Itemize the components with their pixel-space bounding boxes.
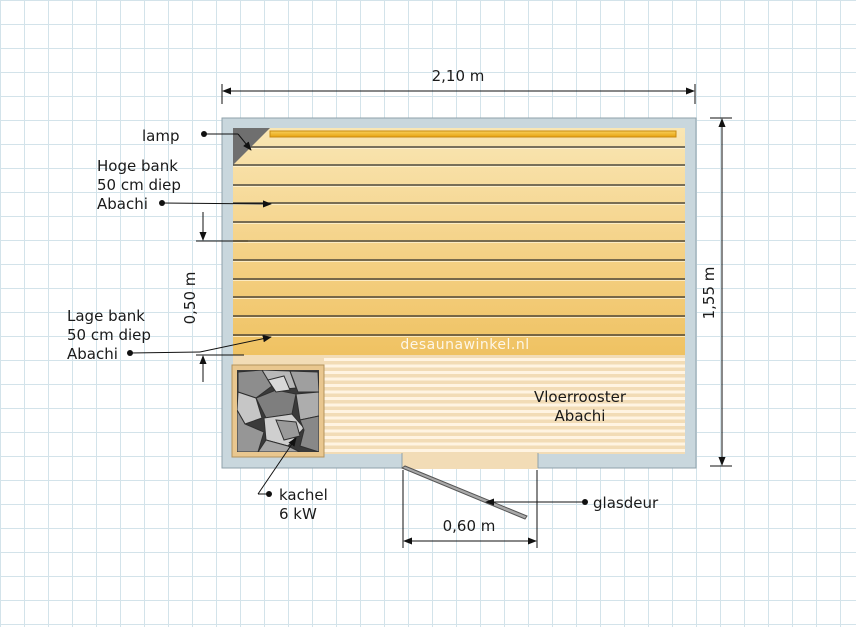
bench-slat-lines: [233, 146, 685, 337]
floor-slat: [324, 410, 685, 413]
height-dimension-label: 1,55 m: [700, 267, 718, 320]
floor-label-line2: Abachi: [555, 407, 606, 425]
door-opening: [402, 453, 538, 469]
high-bench-label-line1: Hoge bank: [97, 157, 178, 175]
heater-stone: [299, 415, 319, 452]
floor-slat: [324, 371, 685, 374]
heater-label-line1: kachel: [279, 486, 328, 504]
lamp-strip: [269, 130, 677, 138]
floor-slat: [324, 403, 685, 407]
width-dimension-label: 2,10 m: [432, 67, 485, 85]
floor-slat: [324, 397, 685, 400]
bench-depth-dimension-label: 0,50 m: [181, 272, 199, 325]
heater-label-line2: 6 kW: [279, 505, 317, 523]
heater-stone: [237, 391, 263, 425]
floor-label-line1: Vloerrooster: [534, 388, 627, 406]
watermark: desaunawinkel.nl: [400, 337, 529, 353]
low-bench-label-line3: Abachi: [67, 345, 118, 363]
heater-stones: [237, 370, 319, 452]
door-label: glasdeur: [593, 494, 659, 512]
heater-stone: [289, 370, 319, 393]
floor-slat: [324, 390, 685, 394]
heater-stone: [237, 370, 273, 399]
heater-stone: [275, 419, 301, 441]
floor-slat: [324, 442, 685, 446]
heater-stone: [257, 439, 301, 452]
heater-stone: [255, 389, 297, 419]
lamp-label: lamp: [142, 127, 180, 145]
floor-slats: [324, 358, 685, 452]
door-dimension-label: 0,60 m: [443, 517, 496, 535]
floor-slat: [324, 449, 685, 452]
high-bench-label-line2: 50 cm diep: [97, 176, 181, 194]
heater-stone: [237, 408, 265, 452]
low-bench-label-line2: 50 cm diep: [67, 326, 151, 344]
floor-slat: [324, 377, 685, 381]
floor-slat: [324, 364, 685, 368]
floor-slat: [324, 423, 685, 426]
floor-slat: [324, 358, 685, 361]
high-bench-label-line3: Abachi: [97, 195, 148, 213]
heater-stone: [267, 375, 291, 393]
floor-slat: [324, 416, 685, 420]
floor-slat: [324, 436, 685, 439]
floor-slat: [324, 384, 685, 387]
floor-slat: [324, 429, 685, 433]
heater-stone: [295, 391, 319, 421]
glass-door: [400, 465, 528, 520]
low-bench-label-line1: Lage bank: [67, 307, 145, 325]
